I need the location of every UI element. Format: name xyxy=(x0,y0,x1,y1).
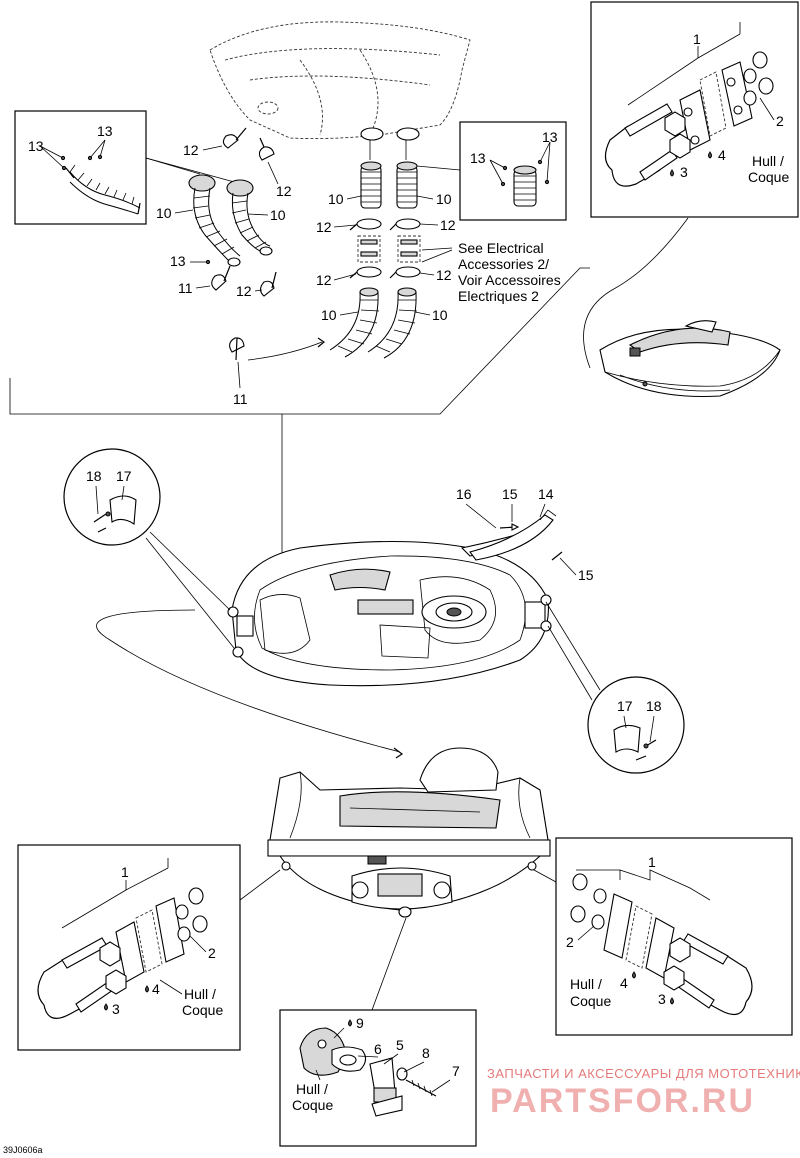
watermark-brand: PARTSFOR.RU xyxy=(490,1082,755,1120)
hose-detail-box-right: 13 13 xyxy=(416,121,567,221)
callout-12-tm: 12 xyxy=(276,183,292,199)
see-electrical-note-2: Accessories 2/ xyxy=(458,256,549,272)
side-rail xyxy=(469,509,563,561)
callout-12-b: 12 xyxy=(236,283,252,299)
hose-detail-box: 13 13 xyxy=(14,110,239,225)
callout-18-b: 18 xyxy=(646,698,662,714)
ubolt-box-top-right: 1 2 3 4 Hull / Coque xyxy=(590,1,799,218)
callout-13-d: 13 xyxy=(470,150,486,166)
callout-10-l1: 10 xyxy=(156,205,172,221)
callout-17-a: 17 xyxy=(116,468,132,484)
callout-12-tl: 12 xyxy=(183,142,199,158)
callout-3-br: 3 xyxy=(658,991,666,1007)
deck-outline xyxy=(209,21,471,141)
watermark: ЗАПЧАСТИ И АКСЕССУАРЫ ДЛЯ МОТОТЕХНИКИ PA… xyxy=(487,1066,800,1120)
coque-label-drain: Coque xyxy=(292,1097,333,1113)
hull-top-view xyxy=(227,519,552,687)
callout-5: 5 xyxy=(396,1037,404,1053)
callout-10-c1: 10 xyxy=(328,191,344,207)
callout-1-br: 1 xyxy=(648,854,656,870)
callout-2-br: 2 xyxy=(566,934,574,950)
callout-13-c: 13 xyxy=(170,253,186,269)
detail-circle-17-18-left: 18 17 xyxy=(63,448,161,546)
callout-3-tr: 3 xyxy=(680,164,688,180)
callout-1-bl: 1 xyxy=(121,864,129,880)
detail-circle-17-18-right: 17 18 xyxy=(587,676,685,774)
callout-13-b: 13 xyxy=(97,123,113,139)
see-electrical-note-1: See Electrical xyxy=(458,240,544,256)
callout-9: 9 xyxy=(356,1015,364,1031)
drain-plug-box: 9 6 5 8 7 Hull / Coque xyxy=(279,1009,477,1147)
callout-4-br: 4 xyxy=(620,975,628,991)
callout-11-b: 11 xyxy=(233,391,248,407)
left-hoses xyxy=(188,174,273,267)
callout-12-c4: 12 xyxy=(436,267,452,283)
coque-label-br: Coque xyxy=(570,993,611,1009)
callout-2-bl: 2 xyxy=(208,945,216,961)
drawing-code: 39J0606a xyxy=(3,1145,43,1155)
callout-4-bl: 4 xyxy=(152,981,160,997)
callout-17-b: 17 xyxy=(617,698,633,714)
hull-label-tr: Hull / xyxy=(752,153,784,169)
callout-14: 14 xyxy=(538,486,554,502)
callout-13-a: 13 xyxy=(28,138,44,154)
coque-label-bl: Coque xyxy=(182,1002,223,1018)
callout-10-c3: 10 xyxy=(321,307,337,323)
callout-13-e: 13 xyxy=(542,129,558,145)
callout-7: 7 xyxy=(452,1063,460,1079)
callout-6: 6 xyxy=(374,1041,382,1057)
hull-rear-view xyxy=(267,747,551,918)
see-electrical-note-3: Voir Accessoires xyxy=(458,272,561,288)
callout-12-c2: 12 xyxy=(440,217,456,233)
watermark-tagline: ЗАПЧАСТИ И АКСЕССУАРЫ ДЛЯ МОТОТЕХНИКИ xyxy=(487,1066,800,1081)
see-electrical-note-4: Electriques 2 xyxy=(458,288,539,304)
callout-15-a: 15 xyxy=(502,486,518,502)
hull-label-br: Hull / xyxy=(570,976,602,992)
callout-18-a: 18 xyxy=(86,468,102,484)
callout-15-b: 15 xyxy=(578,567,594,583)
callout-4-tr: 4 xyxy=(718,147,726,163)
callout-12-c3: 12 xyxy=(316,272,332,288)
callout-11-a: 11 xyxy=(178,280,193,296)
center-hose-stack xyxy=(329,140,421,359)
coque-label-tr: Coque xyxy=(748,169,789,185)
callout-16: 16 xyxy=(456,486,472,502)
callout-10-l2: 10 xyxy=(270,207,286,223)
watercraft-side-view xyxy=(599,320,781,397)
callout-10-c2: 10 xyxy=(436,191,452,207)
left-clamps xyxy=(190,127,277,361)
callout-3-bl: 3 xyxy=(112,1001,120,1017)
callout-12-c1: 12 xyxy=(316,219,332,235)
ubolt-box-bottom-right: 1 2 3 4 Hull / Coque xyxy=(555,837,793,1036)
callout-1-tr: 1 xyxy=(693,31,701,47)
callout-8: 8 xyxy=(422,1045,430,1061)
hull-label-drain: Hull / xyxy=(296,1081,328,1097)
hull-label-bl: Hull / xyxy=(184,986,216,1002)
callout-2-tr: 2 xyxy=(776,113,784,129)
ubolt-box-bottom-left: 1 2 3 4 Hull / Coque xyxy=(17,844,241,1051)
callout-10-c4: 10 xyxy=(432,307,448,323)
